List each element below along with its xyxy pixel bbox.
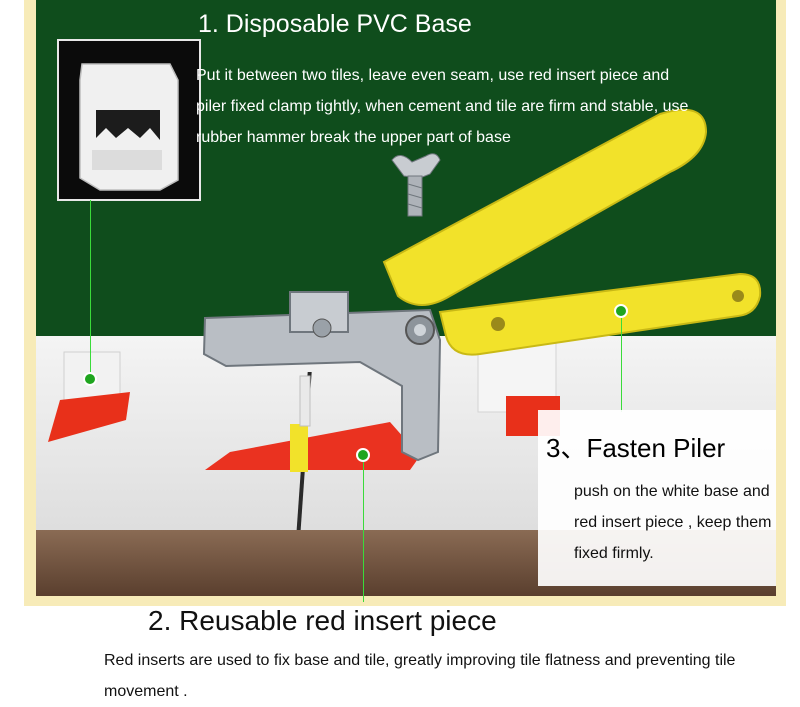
yellow-handle-upper-icon <box>382 108 708 306</box>
red-insert-left-icon <box>48 392 130 442</box>
section3-panel <box>538 410 776 586</box>
callout-line-1 <box>90 200 91 378</box>
wing-screw-icon <box>391 153 441 179</box>
section3-title: 3、Fasten Piler <box>546 433 726 463</box>
section1-description: Put it between two tiles, leave even sea… <box>196 67 689 146</box>
red-insert-center-icon <box>205 422 420 470</box>
callout-dot-3 <box>614 304 628 318</box>
callout-dot-2 <box>356 448 370 462</box>
section2-title: 2. Reusable red insert piece <box>148 605 497 636</box>
section3-description: push on the white base and red insert pi… <box>574 483 772 562</box>
callout-line-2 <box>363 462 364 602</box>
yellow-clip-icon <box>290 424 308 472</box>
metal-clamp-icon <box>202 308 442 462</box>
yellow-handle-lower-icon <box>438 272 762 356</box>
callout-dot-1 <box>83 372 97 386</box>
section1-title: 1. Disposable PVC Base <box>198 10 472 38</box>
section2-description: Red inserts are used to fix base and til… <box>104 652 736 700</box>
callout-line-3 <box>621 318 622 412</box>
